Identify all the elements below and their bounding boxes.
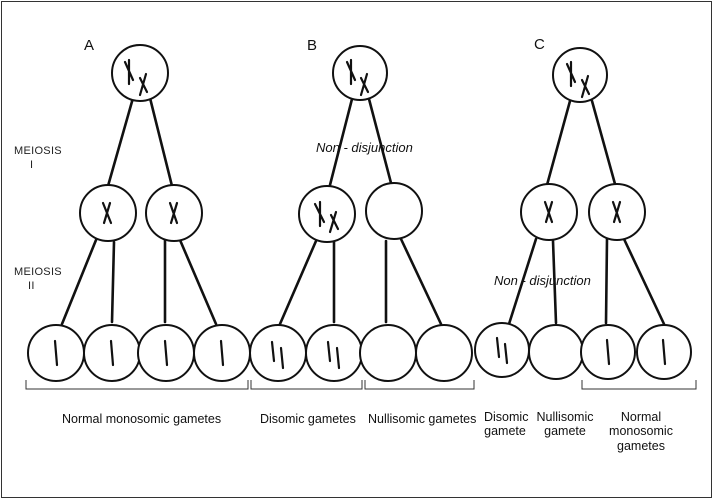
chromosome-a-g3: [163, 339, 169, 367]
chromosome-c-m1-right: [611, 200, 622, 224]
chromosome-c-g1: [495, 336, 509, 365]
chromosome-c-g4: [661, 338, 667, 366]
line-c-right-g3: [604, 237, 609, 325]
line-c-parent-left: [545, 99, 572, 187]
label-c-nullisomic: Nullisomic gamete: [532, 410, 598, 439]
chromosome-c-parent-2: [580, 74, 591, 99]
bracket-c-normal: [581, 380, 697, 390]
meiosis-ii-label: MEIOSIS: [14, 266, 62, 278]
meiosis-i-numeral: I: [30, 159, 34, 171]
label-c-normal-monosomic: Normal monosomic gametes: [604, 410, 678, 453]
line-c-left-g2: [551, 239, 558, 325]
line-b-right-g4: [399, 237, 443, 326]
label-c-disomic-line1: Disomic: [484, 410, 529, 424]
cell-b-gamete-3: [359, 324, 417, 382]
meiosis-i-label: MEIOSIS: [14, 145, 62, 157]
label-c-disomic-line2: gamete: [484, 424, 526, 439]
chromosome-a-g1: [53, 339, 59, 367]
line-c-left-g1: [507, 237, 538, 326]
panel-label-a: A: [84, 37, 95, 54]
cell-c-parent: [552, 47, 608, 103]
chromosome-b-m1-1: [313, 200, 326, 228]
chromosome-b-parent-2: [359, 72, 370, 97]
label-c-disomic: Disomic gamete: [484, 410, 529, 439]
chromosomes: [53, 58, 667, 370]
label-disomic-gametes: Disomic gametes: [260, 412, 356, 426]
chromosome-a-m1-left: [101, 201, 113, 225]
line-b-parent-left: [328, 97, 354, 187]
chromosome-b-parent-1: [345, 58, 357, 86]
label-c-normal-line1: Normal: [620, 410, 662, 424]
meiosis-ii-numeral: II: [28, 280, 35, 292]
chromosome-b-m1-2: [328, 210, 340, 234]
line-a-right-g4: [178, 238, 218, 326]
chromosome-c-g3: [605, 338, 611, 366]
line-a-left-g1: [60, 238, 98, 326]
cell-b-gamete-1: [249, 324, 307, 382]
chromosome-a-g2: [109, 339, 115, 367]
bracket-a-normal: [25, 380, 249, 390]
chromosome-a-parent-1: [123, 58, 135, 86]
line-a-parent-right: [148, 96, 174, 188]
cell-b-gamete-4: [415, 324, 473, 382]
label-c-nullisomic-line2: gamete: [544, 424, 586, 439]
chromosome-a-parent-2: [138, 72, 149, 97]
chromosome-b-g1: [270, 340, 285, 370]
label-c-normal-line3: gametes: [617, 438, 665, 453]
chromosome-b-g2: [326, 340, 341, 370]
line-a-parent-left: [106, 96, 135, 188]
lineage-lines: [60, 96, 666, 326]
line-a-left-g2: [110, 240, 116, 324]
label-c-normal-line2: monosomic: [609, 424, 673, 439]
bracket-b-nullisomic: [364, 380, 475, 390]
cells: [27, 44, 692, 382]
panel-label-c: C: [534, 36, 545, 53]
cell-b-parent: [332, 45, 388, 101]
label-normal-monosomic-gametes: Normal monosomic gametes: [62, 412, 222, 426]
cell-a-parent: [111, 44, 169, 102]
line-c-right-g4: [622, 237, 666, 326]
label-c-nullisomic-line1: Nullisomic: [536, 410, 594, 424]
grouping-brackets: [25, 380, 697, 390]
line-b-left-g1: [278, 239, 318, 326]
nondisjunction-label-b: Non - disjunction: [316, 140, 413, 155]
chromosome-c-parent-1: [565, 60, 577, 88]
chromosome-c-m1-left: [543, 200, 554, 224]
cell-c-gamete-2: [528, 324, 584, 380]
cell-c-gamete-1: [474, 322, 530, 378]
label-nullisomic-gametes: Nullisomic gametes: [368, 412, 477, 426]
line-b-parent-right: [367, 97, 393, 185]
nondisjunction-label-c: Non - disjunction: [494, 273, 591, 288]
chromosome-a-m1-right: [168, 201, 179, 225]
cell-b-meiosis1-left: [298, 185, 356, 243]
cell-b-meiosis1-right: [365, 182, 423, 240]
line-c-parent-right: [590, 99, 617, 186]
panel-label-b: B: [307, 37, 318, 54]
cell-b-gamete-2: [305, 324, 363, 382]
bracket-b-disomic: [250, 380, 363, 390]
chromosome-a-g4: [219, 339, 225, 367]
